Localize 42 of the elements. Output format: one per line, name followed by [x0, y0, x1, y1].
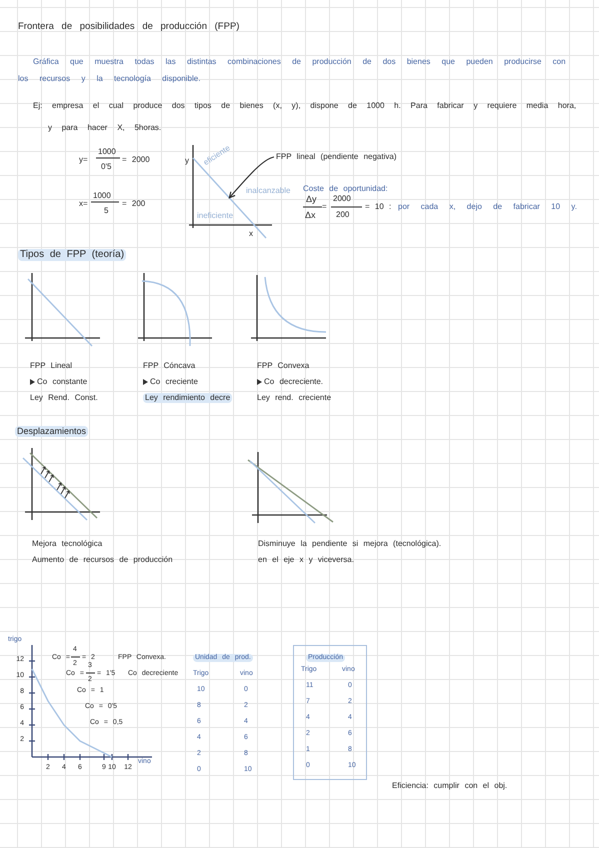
example-paragraph: Ej: empresa el cual produce dos tipos de bienes (x, y), dispone de 1000 h. Para fabricar y requiere media hora, y para hacer X, 5horas.: [33, 100, 578, 134]
denominator: 0'5: [101, 162, 112, 172]
curve-title: FPP Convexa: [257, 361, 310, 371]
denominator: 200: [336, 210, 350, 220]
callout-label: FPP lineal (pendiente negativa): [276, 152, 396, 162]
region-label: inalcanzable: [246, 186, 290, 196]
page-title: Frontera de posibilidades de producción (FPP): [18, 21, 240, 32]
equation-term: = 200: [122, 199, 146, 209]
law-text: Ley rendimiento decre: [143, 393, 232, 403]
note-text: Aumento de recursos de producción: [32, 555, 173, 565]
law-text: Ley Rend. Const.: [30, 393, 98, 403]
section-heading: Desplazamientos: [15, 426, 88, 437]
equation-term: x=: [79, 199, 88, 209]
denominator: Δx: [305, 210, 316, 221]
curve-title: FPP Lineal: [30, 361, 72, 371]
note-text: en el eje x y viceversa.: [258, 555, 354, 565]
note-heading: Coste de oportunidad:: [303, 184, 388, 194]
numerator: Δy: [306, 194, 317, 205]
axis-label: x: [249, 229, 253, 239]
section-heading: Tipos de FPP (teoría): [18, 249, 126, 261]
note-text: Mejora tecnológica: [32, 539, 102, 549]
definition-paragraph: Gráfica que muestra todas las distintas combinaciones de producción de dos bienes que pueden producirse con los recursos y la tecnología disponible.: [18, 56, 567, 85]
bullet-text: Co decreciente.: [264, 377, 324, 387]
curve-title: FPP Cóncava: [143, 361, 196, 371]
note-text: Disminuye la pendiente si mejora (tecnológica).: [258, 539, 442, 549]
axis-label: y: [185, 156, 189, 166]
region-label: ineficiente: [197, 211, 234, 221]
production-table: [293, 645, 367, 780]
denominator: 5: [104, 206, 108, 216]
numerator: 1000: [98, 147, 116, 157]
note-text: Eficiencia: cumplir con el obj.: [392, 781, 508, 791]
bullet-text: Co constante: [37, 377, 88, 387]
equation-term: = 10 :: [365, 202, 392, 212]
equation-term: = 2000: [122, 155, 150, 165]
numerator: 1000: [93, 191, 111, 201]
numerator: 2000: [333, 194, 351, 204]
equation-term: =: [322, 202, 327, 212]
law-text: Ley rend. creciente: [257, 393, 332, 403]
explanation-text: por cada x, dejo de fabricar 10 y.: [398, 202, 577, 212]
bullet-text: Co creciente: [150, 377, 198, 387]
equation-term: y=: [79, 155, 88, 165]
leader-arrow: [228, 156, 274, 198]
